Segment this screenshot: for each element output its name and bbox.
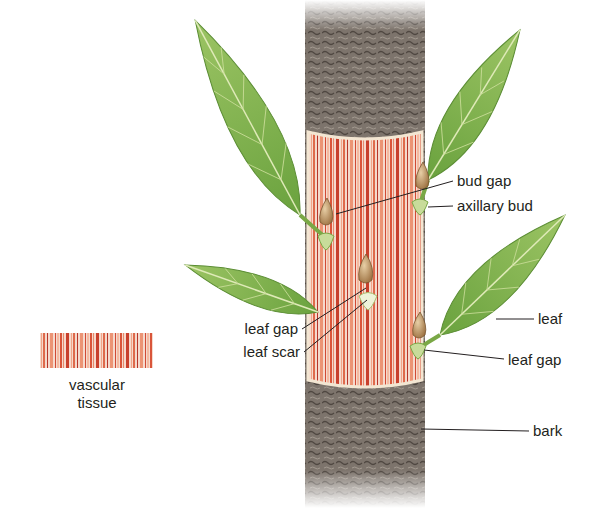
- bark-label: bark: [533, 422, 562, 440]
- leaf-upper-left: [175, 10, 326, 238]
- leader-lines: [302, 181, 534, 431]
- leaf-gap-label: leaf gap: [245, 320, 298, 338]
- bud-gap-label: bud gap: [457, 172, 511, 190]
- leaf-gap-label: leaf gap: [508, 351, 561, 369]
- vascular-swatch: [40, 333, 153, 368]
- stem-bark: [305, 0, 425, 508]
- leaf-scars: [318, 199, 428, 359]
- leaf-lower-right: [418, 200, 579, 350]
- axillary-bud-label: axillary bud: [457, 197, 533, 215]
- legend-text: vascular tissue: [57, 376, 137, 412]
- leaf-scar-label: leaf scar: [243, 343, 300, 361]
- axillary-buds: [320, 162, 429, 338]
- vascular-tissue: [308, 132, 422, 387]
- leaf-upper-right: [411, 19, 537, 204]
- leaf-label: leaf: [538, 310, 562, 328]
- leaf-lower-left: [180, 251, 323, 326]
